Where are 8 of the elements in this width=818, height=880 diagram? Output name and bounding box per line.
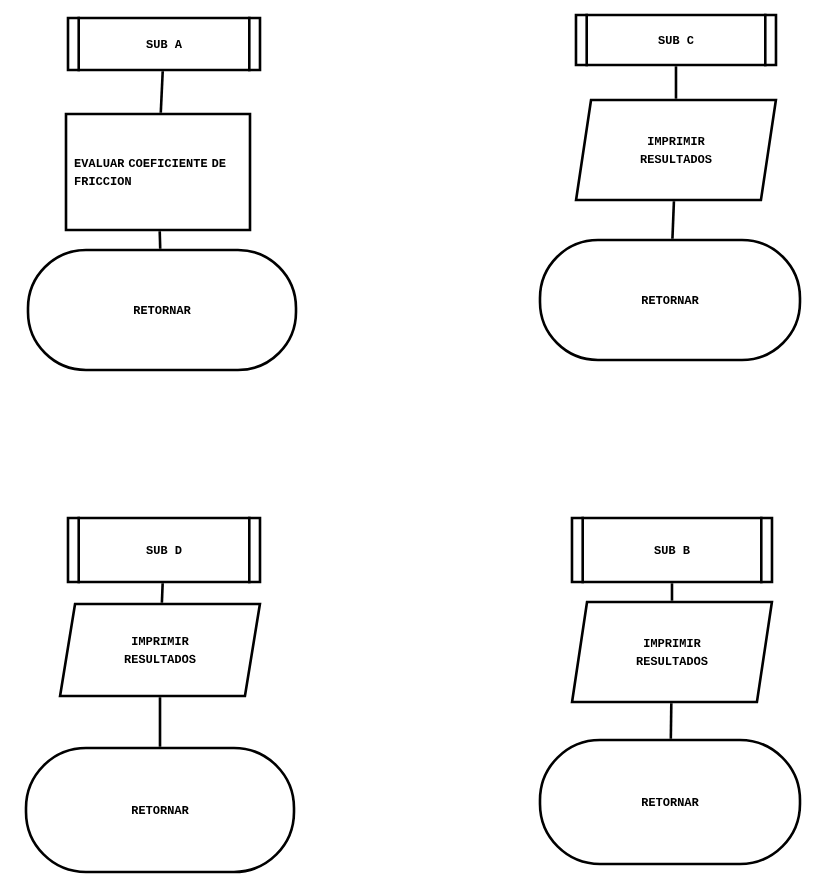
connector-line — [671, 201, 676, 239]
connector-line — [669, 703, 673, 739]
connector-line — [160, 583, 164, 603]
connector-line — [158, 697, 162, 747]
connector-line — [674, 66, 678, 99]
connector-line — [159, 71, 164, 113]
connector-line — [158, 231, 162, 249]
connector-line — [670, 583, 674, 601]
